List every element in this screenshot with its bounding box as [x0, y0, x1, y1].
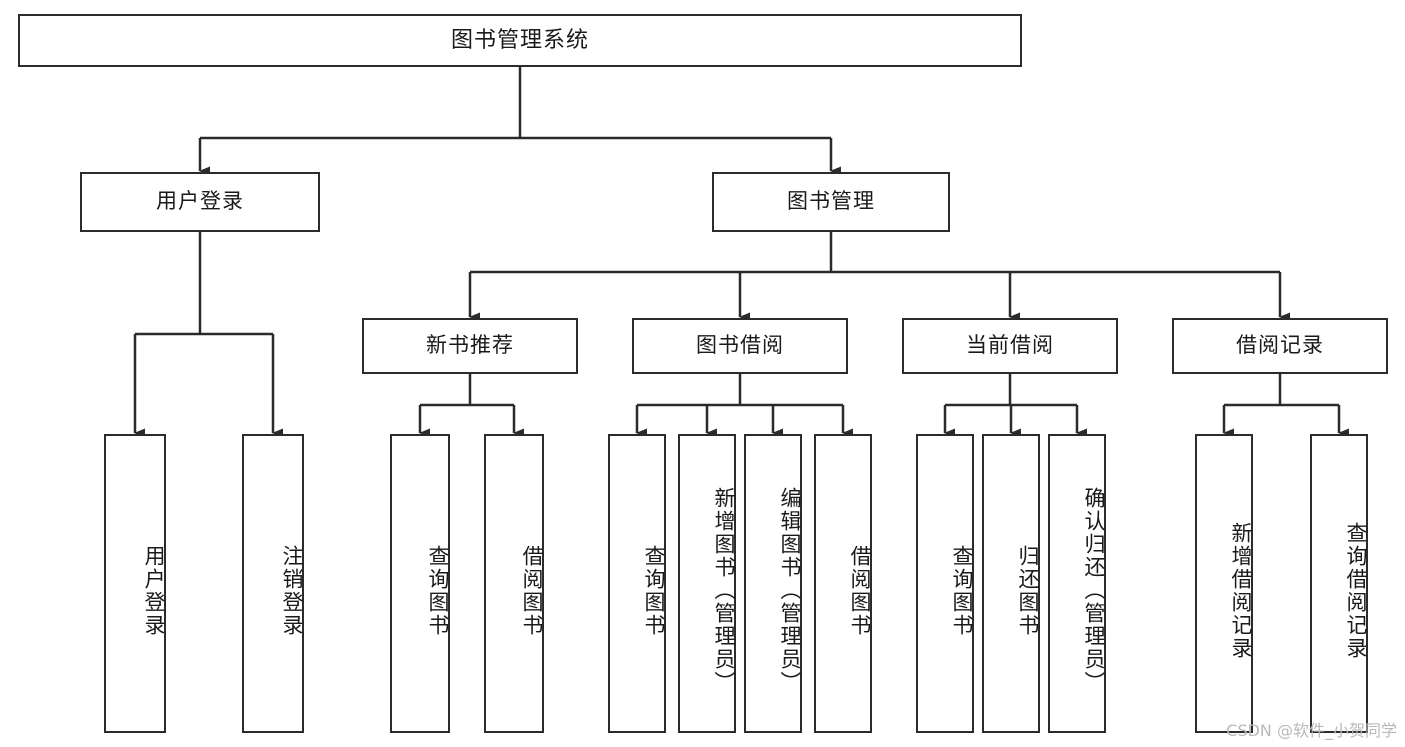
node-label: 当前借阅: [966, 334, 1054, 358]
node-l-return[interactable]: 归还图书: [982, 434, 1040, 733]
node-label: 查询图书: [426, 544, 449, 637]
node-label: 新书推荐: [426, 334, 514, 358]
node-label: 确认归还（管理员）: [1082, 487, 1105, 694]
node-label: 归还图书: [1016, 544, 1039, 637]
node-label: 查询图书: [642, 544, 665, 637]
node-label: 图书借阅: [696, 334, 784, 358]
node-n-new[interactable]: 新书推荐: [362, 318, 578, 374]
node-label: 注销登录: [280, 544, 303, 637]
node-label: 新增借阅记录: [1229, 521, 1252, 660]
node-label: 查询图书: [950, 544, 973, 637]
node-n-borrow[interactable]: 图书借阅: [632, 318, 848, 374]
node-l-bbook2[interactable]: 借阅图书: [814, 434, 872, 733]
node-root[interactable]: 图书管理系统: [18, 14, 1022, 67]
node-l-confirm[interactable]: 确认归还（管理员）: [1048, 434, 1106, 733]
node-l-qbook1[interactable]: 查询图书: [390, 434, 450, 733]
node-label: 借阅图书: [848, 544, 871, 637]
node-label: 查询借阅记录: [1344, 521, 1367, 660]
node-l-qrec[interactable]: 查询借阅记录: [1310, 434, 1368, 733]
node-l-userlogin[interactable]: 用户登录: [104, 434, 166, 733]
node-n-books[interactable]: 图书管理: [712, 172, 950, 232]
node-l-qbook3[interactable]: 查询图书: [916, 434, 974, 733]
node-l-logout[interactable]: 注销登录: [242, 434, 304, 733]
node-l-editbook[interactable]: 编辑图书（管理员）: [744, 434, 802, 733]
node-l-qbook2[interactable]: 查询图书: [608, 434, 666, 733]
node-label: 借阅图书: [520, 544, 543, 637]
node-l-addrec[interactable]: 新增借阅记录: [1195, 434, 1253, 733]
node-n-login[interactable]: 用户登录: [80, 172, 320, 232]
node-label: 用户登录: [142, 544, 165, 637]
node-label: 新增图书（管理员）: [712, 487, 735, 694]
node-label: 图书管理: [787, 190, 875, 214]
node-n-record[interactable]: 借阅记录: [1172, 318, 1388, 374]
node-l-bbook1[interactable]: 借阅图书: [484, 434, 544, 733]
node-n-current[interactable]: 当前借阅: [902, 318, 1118, 374]
csdn-watermark: CSDN @软件_小贺同学: [1226, 721, 1397, 740]
node-label: 编辑图书（管理员）: [778, 487, 801, 694]
node-label: 用户登录: [156, 190, 244, 214]
node-label: 图书管理系统: [450, 27, 589, 53]
node-l-addbook[interactable]: 新增图书（管理员）: [678, 434, 736, 733]
node-label: 借阅记录: [1236, 334, 1324, 358]
